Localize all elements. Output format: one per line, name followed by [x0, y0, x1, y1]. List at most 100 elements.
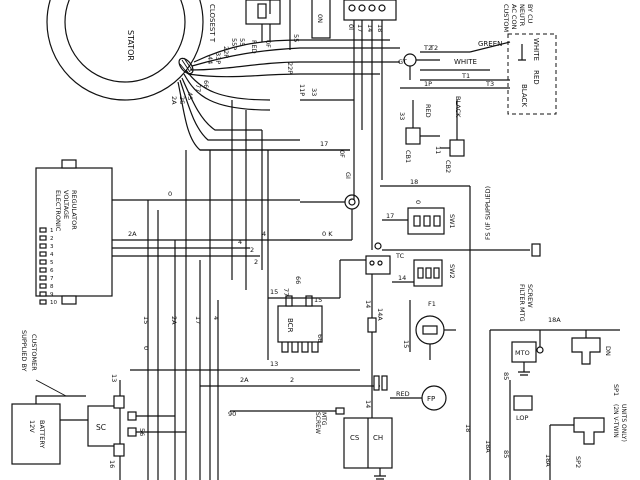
wire-2s: 2S — [178, 96, 186, 104]
wire-2-low: 2 — [290, 376, 294, 384]
voltage-regulator: ELECTRONIC VOLTAGE REGULATOR — [35, 159, 113, 305]
wire-1p: 1P — [424, 80, 432, 88]
supplied-label-2: CUSTOMER — [30, 334, 38, 371]
wire-t2b: T2 — [429, 44, 438, 52]
twin-label-1: (2N V-TWIN — [612, 404, 619, 438]
gt-label-top: GT — [398, 58, 407, 66]
battery-label-1: 12V — [28, 420, 36, 433]
wire-4-reg: 4 — [238, 238, 242, 246]
wire-13-mid: 13 — [270, 360, 278, 368]
wire-4-side: 4 — [262, 230, 266, 238]
bcr-label: BCR — [286, 318, 294, 333]
wire-17-trunk: 17 — [194, 316, 202, 324]
sp2-spark-plug: SP2 (2N V-TWIN UNITS ONLY) 18A — [544, 404, 627, 480]
top-connector-right: 0I 17 14 18 — [343, 0, 397, 250]
gi-ground: GI 0F 0 K — [290, 150, 360, 241]
stator-leads — [177, 39, 400, 151]
regulator-terminal-pin — [39, 251, 47, 257]
wire-14-low: 14 — [364, 400, 372, 408]
regulator-terminal-pin — [39, 267, 47, 273]
customer-label-3: NEUTR — [518, 4, 526, 27]
wire-2a-low: 2A — [240, 376, 249, 384]
wire-55b: 55 — [292, 34, 300, 42]
wire-16: 16 — [108, 460, 116, 468]
wire-66: 66 — [202, 80, 210, 88]
regulator-label-3: REGULATOR — [70, 190, 78, 230]
regulator-terminal-label: 4 — [50, 252, 54, 258]
wire-55p: 55P — [230, 38, 238, 50]
wire-33: 33 — [310, 88, 318, 96]
sw1-switch: SW1 17 0 — [382, 200, 456, 235]
wire-18a-sp2: 18A — [544, 454, 552, 467]
sc-starter-contactor: SC 13 56 16 — [87, 374, 186, 480]
wire-66-bcr: 66 — [294, 276, 302, 284]
wire-14a: 14A — [376, 308, 384, 321]
filter-mtg-label: FILTER MTG SCREW — [518, 284, 534, 322]
stator: STATOR CLOSEST T — [46, 0, 216, 101]
wire-90: 90 — [228, 410, 236, 418]
wire-66-bcr-b: 66 — [316, 334, 324, 342]
wire-77-bcr: 77 — [282, 288, 290, 296]
wire-0f-top: 0F — [264, 40, 272, 48]
regulator-terminal-pin — [39, 283, 47, 289]
wire-t3: T3 — [485, 80, 494, 88]
dn-connector-top: 0N — [311, 0, 331, 39]
cb1-breaker: 33 CB1 — [398, 100, 440, 163]
closest-label: CLOSEST T — [208, 4, 216, 43]
regulator-terminal-pin — [39, 299, 47, 305]
customer-label-1: CUSTOM — [502, 4, 510, 32]
customer-red: RED — [532, 70, 540, 85]
wire-2-reg: 2 — [250, 246, 254, 254]
fp-label: FP — [427, 395, 435, 403]
ch-label: CH — [373, 434, 383, 442]
wire-2a-trunk: 2A — [170, 316, 178, 325]
customer-label-2: AC CON — [510, 4, 518, 30]
top-connector-left: RED 0F — [245, 0, 281, 54]
regulator-terminal-pin — [39, 275, 47, 281]
regulator-terminal-label: 3 — [50, 244, 54, 250]
wire-red-fp: RED — [396, 390, 410, 398]
wire-15-f1: 15 — [402, 340, 410, 348]
wire-0d: 0 — [414, 200, 422, 204]
wire-0-reg: 0 — [168, 190, 172, 198]
f1-label: F1 — [428, 300, 436, 308]
wire-white: WHITE — [454, 58, 477, 66]
regulator-terminal-label: 7 — [50, 276, 54, 282]
wire-18a-top: 18A — [548, 316, 561, 324]
wire-17-mid: 17 — [320, 140, 328, 148]
wire-85: 85 — [502, 372, 510, 380]
wire-14-top: 14 — [366, 24, 374, 32]
tc-connector: TC — [365, 242, 405, 275]
wire-0n: 0N — [316, 14, 324, 23]
wire-0i-top: 0I — [347, 24, 355, 30]
wire-55: 55 — [238, 38, 246, 46]
regulator-terminal-pin — [39, 227, 47, 233]
wire-22p-b: 22P — [286, 62, 294, 74]
wire-44: 44 — [206, 56, 214, 64]
cs-ch-block: CS CH 90 — [228, 407, 393, 480]
customer-black: BLACK — [520, 84, 528, 107]
wire-22p: 22P — [222, 46, 230, 58]
wire-t1: T1 — [461, 72, 470, 80]
cb1-label: CB1 — [404, 150, 412, 163]
wire-15-bcr: 15 — [270, 288, 278, 296]
customer-label-4: BY CU — [526, 4, 534, 24]
customer-white: WHITE — [532, 38, 540, 61]
customer-ac-box: CUSTOM AC CON NEUTR BY CU WHITE RED BLAC… — [502, 4, 557, 115]
wire-11: 11 — [434, 146, 442, 154]
regulator-terminal-label: 1 — [50, 228, 54, 234]
wire-33p: 33P — [214, 52, 222, 64]
mtg-screw-label-1: MTG — [320, 412, 327, 426]
regulator-label-1: ELECTRONIC — [54, 190, 62, 232]
sc-label: SC — [96, 423, 106, 432]
wire-17-top: 17 — [356, 24, 364, 32]
cb2-label: CB2 — [444, 160, 452, 173]
wire-4s: 4S — [186, 92, 194, 100]
sp2-label: SP2 — [574, 456, 582, 468]
wire-18-right: 18 — [464, 424, 472, 432]
wire-red-cb: RED — [424, 104, 432, 118]
sw2-switch: SW2 14 — [392, 259, 456, 287]
wire-0-trunk: 0 — [142, 346, 150, 350]
sp1-spark-plug: SP1 DN — [571, 330, 620, 396]
